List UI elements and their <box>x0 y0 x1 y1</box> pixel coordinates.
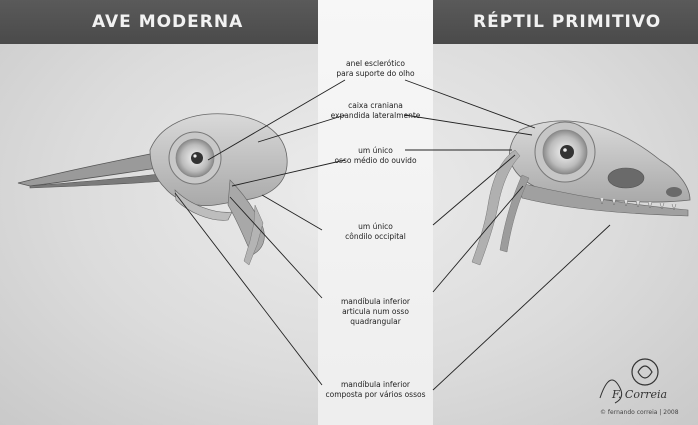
label-braincase: caixa craniana expandida lateralmente <box>318 101 433 121</box>
signature-script: F. Correia <box>612 388 667 401</box>
label-occipital-condyle: um único côndilo occipital <box>318 222 433 242</box>
label-sclerotic-ring: anel esclerótico para suporte do olho <box>318 59 433 79</box>
label-compound-jaw: mandíbula inferior composta por vários o… <box>318 380 433 400</box>
bird-skull <box>18 114 287 265</box>
reptile-skull <box>472 121 690 265</box>
label-middle-ear: um único osso médio do ouvido <box>318 146 433 166</box>
signature-credit: © fernando correia | 2008 <box>600 409 679 416</box>
label-quadrate-jaw: mandíbula inferior articula num osso qua… <box>318 297 433 327</box>
